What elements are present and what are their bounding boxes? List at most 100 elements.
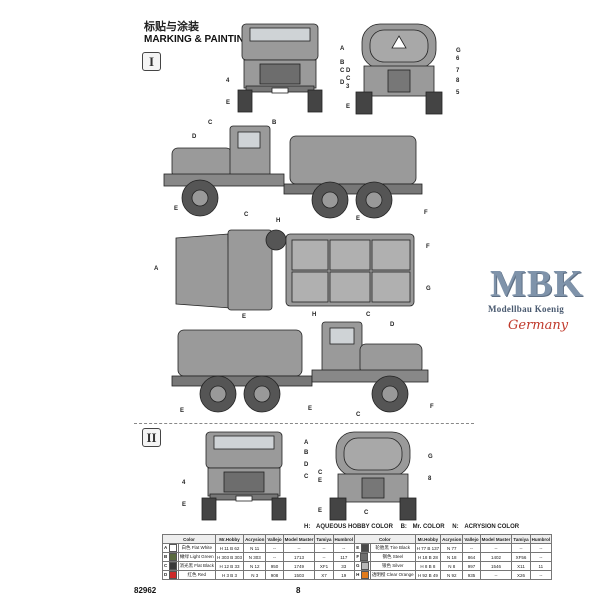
truck-top-plan-view bbox=[175, 229, 415, 311]
callout-e: E bbox=[180, 408, 185, 414]
callout-e: E bbox=[242, 314, 247, 320]
humbrol-code: -- bbox=[529, 552, 553, 562]
section-marker-i: I bbox=[142, 52, 161, 71]
mr-hobby-code: H 77 B 137 bbox=[414, 543, 442, 553]
header-vallejo: Vallejo bbox=[265, 534, 284, 544]
acrysion-code: N 12 bbox=[243, 561, 267, 571]
logo-country: Germany bbox=[508, 318, 569, 333]
vallejo-code: -- bbox=[265, 543, 284, 553]
tamiya-code: XF56 bbox=[511, 552, 531, 562]
vallejo-code: 864 bbox=[462, 552, 481, 562]
swatch-cell: G bbox=[354, 561, 371, 571]
callout-e: E bbox=[318, 478, 323, 484]
humbrol-code: 117 bbox=[332, 552, 356, 562]
callout-a: A bbox=[304, 440, 309, 446]
callout-c: C bbox=[356, 412, 361, 418]
color-swatch bbox=[360, 544, 369, 552]
truck-drawings bbox=[163, 23, 443, 521]
callout-h: H bbox=[276, 218, 281, 224]
acrysion-code: N 8 bbox=[440, 561, 464, 571]
logo-mbk-text: MBK bbox=[490, 263, 584, 305]
model-master-code: 1749 bbox=[282, 561, 316, 571]
legend-h-key: H: bbox=[304, 524, 311, 530]
page-title-en: MARKING & PAINTING bbox=[144, 34, 252, 45]
humbrol-code: 19 bbox=[332, 570, 356, 580]
callout-c: C bbox=[244, 212, 249, 218]
header-model-master-2: Model Master bbox=[479, 534, 513, 544]
swatch-cell: H bbox=[354, 570, 371, 580]
model-master-code: 1713 bbox=[282, 552, 316, 562]
humbrol-code: -- bbox=[529, 543, 553, 553]
model-master-code: 1402 bbox=[479, 552, 513, 562]
callout-c: C bbox=[340, 68, 345, 74]
callout-5: 5 bbox=[456, 90, 460, 96]
acrysion-code: N 77 bbox=[440, 543, 464, 553]
swatch-cell: A bbox=[162, 543, 179, 553]
vallejo-code: -- bbox=[265, 552, 284, 562]
header-color: Color bbox=[161, 534, 217, 544]
callout-4: 4 bbox=[182, 480, 186, 486]
tamiya-code: -- bbox=[314, 543, 334, 553]
header-humbrol: Humbrol bbox=[332, 534, 356, 544]
swatch-cell: B bbox=[162, 552, 179, 562]
callout-7: 7 bbox=[456, 68, 460, 74]
mr-hobby-code: H 8 B 8 bbox=[414, 561, 442, 571]
table-header-row: Color Mr.Hobby Acrysion Vallejo Model Ma… bbox=[161, 534, 553, 544]
instruction-page: 标贴与涂装 MARKING & PAINTING I II bbox=[134, 8, 553, 596]
callout-g: G bbox=[456, 48, 461, 54]
callout-b: B bbox=[304, 450, 309, 456]
color-swatch bbox=[168, 562, 177, 570]
color-name: 轮胎黑 Tire Black bbox=[369, 543, 416, 553]
callout-b: B bbox=[340, 60, 345, 66]
acrysion-code: N 92 bbox=[440, 570, 464, 580]
truck-front-view-1 bbox=[237, 23, 323, 113]
vallejo-code: 935 bbox=[462, 570, 481, 580]
vallejo-code: 997 bbox=[462, 561, 481, 571]
truck-rear-view-1 bbox=[355, 23, 443, 115]
model-master-code: -- bbox=[479, 570, 513, 580]
tamiya-code: -- bbox=[511, 543, 531, 553]
acrysion-code: N 11 bbox=[243, 543, 267, 553]
acrysion-code: N 3 bbox=[243, 570, 267, 580]
callout-e: E bbox=[226, 100, 231, 106]
callout-g: G bbox=[428, 454, 433, 460]
swatch-cell: C bbox=[162, 561, 179, 571]
callout-d: D bbox=[340, 80, 345, 86]
callout-c: C bbox=[346, 76, 351, 82]
callout-8: 8 bbox=[456, 78, 460, 84]
humbrol-code: -- bbox=[332, 543, 356, 553]
header-tamiya-2: Tamiya bbox=[511, 534, 531, 544]
tamiya-code: X26 bbox=[511, 570, 531, 580]
callout-e: E bbox=[308, 406, 313, 412]
truck-front-view-2 bbox=[201, 431, 287, 521]
callout-b: B bbox=[272, 120, 277, 126]
callout-8: 8 bbox=[428, 476, 432, 482]
callout-e: E bbox=[174, 206, 179, 212]
paint-color-table: Color Mr.Hobby Acrysion Vallejo Model Ma… bbox=[161, 534, 553, 580]
legend-b-text: Mr. COLOR bbox=[412, 524, 445, 530]
humbrol-code: 33 bbox=[332, 561, 356, 571]
page-number: 8 bbox=[296, 586, 301, 595]
model-master-code: -- bbox=[479, 543, 513, 553]
callout-h: H bbox=[312, 312, 317, 318]
callout-3: 3 bbox=[346, 84, 350, 90]
callout-f: F bbox=[424, 210, 428, 216]
vallejo-code: 908 bbox=[265, 570, 284, 580]
color-swatch bbox=[168, 544, 177, 552]
section-marker-ii: II bbox=[142, 428, 161, 447]
paint-legend: H: AQUEOUS HOBBY COLOR B: Mr. COLOR N: A… bbox=[304, 524, 519, 530]
tamiya-code: X11 bbox=[511, 561, 531, 571]
vallejo-code: 950 bbox=[265, 561, 284, 571]
callout-4: 4 bbox=[226, 78, 230, 84]
logo-subtitle: Modellbau Koenig bbox=[488, 304, 565, 314]
color-name: 银色 Silver bbox=[369, 561, 416, 571]
callout-d: D bbox=[192, 134, 197, 140]
mbk-logo: MBK Modellbau Koenig Germany bbox=[482, 262, 600, 342]
model-master-code: -- bbox=[282, 543, 316, 553]
header-humbrol-2: Humbrol bbox=[529, 534, 553, 544]
color-swatch bbox=[360, 571, 369, 579]
mr-hobby-code: H 3 B 3 bbox=[215, 570, 245, 580]
